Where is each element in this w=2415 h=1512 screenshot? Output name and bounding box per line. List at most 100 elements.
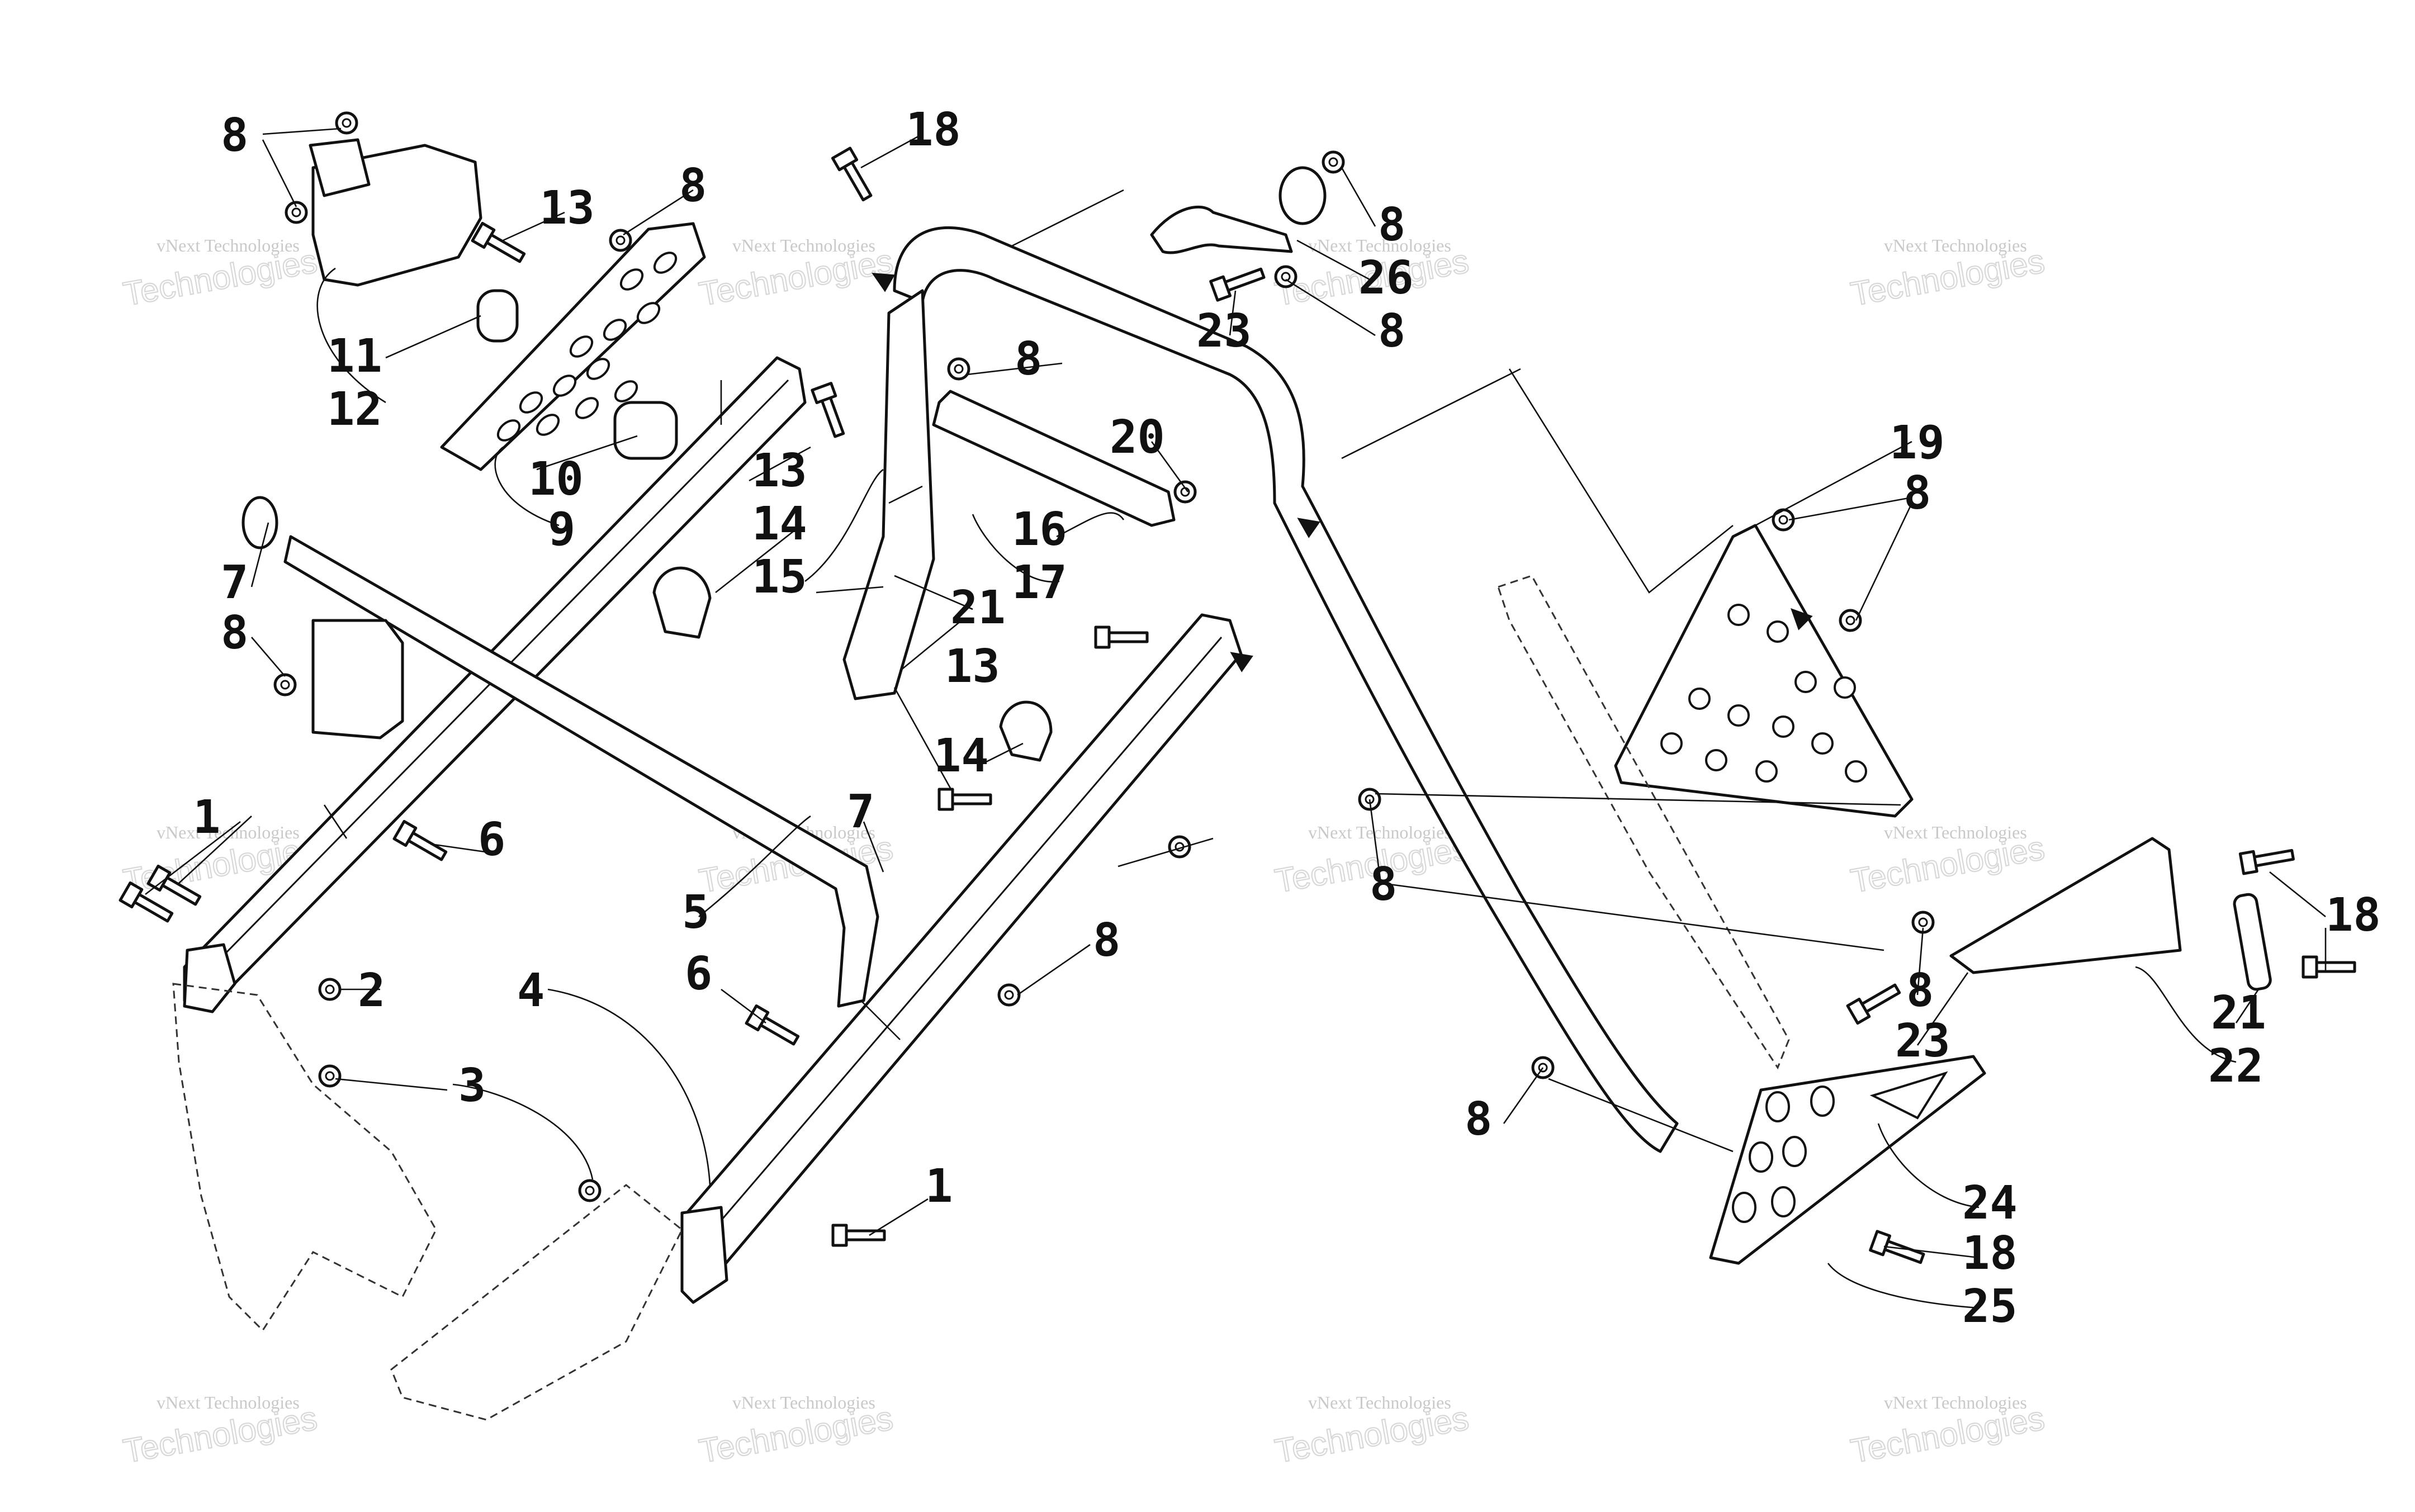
nut xyxy=(578,1179,602,1202)
plate-hole xyxy=(614,380,638,402)
nut xyxy=(1839,609,1862,632)
leader-line xyxy=(1285,278,1376,336)
leader-line xyxy=(2235,989,2260,1023)
watermark-text: vNext Technologies xyxy=(1308,822,1451,842)
bolt-shank xyxy=(820,395,845,438)
watermark-text: vNext Technologies xyxy=(157,235,300,255)
part-right-rail-bracket xyxy=(680,1206,728,1304)
arrow-head xyxy=(1791,608,1813,631)
bolt xyxy=(937,788,992,811)
bolt xyxy=(119,881,174,923)
part-steering-post xyxy=(893,226,1679,1153)
plate-hole xyxy=(1794,671,1817,693)
callout-11: 11 xyxy=(327,330,382,383)
callout-19: 19 xyxy=(1890,416,1945,470)
callout-23-top: 23 xyxy=(1196,305,1252,358)
plate-hole xyxy=(519,391,543,414)
bolt-head xyxy=(1209,275,1232,302)
callout-13-top: 13 xyxy=(539,182,595,235)
part-right-frame-rail xyxy=(680,613,1243,1276)
assembly-line xyxy=(1375,793,1901,806)
leader-line xyxy=(715,530,794,594)
callout-7-lower: 7 xyxy=(847,785,874,838)
leader-line xyxy=(2269,871,2326,918)
callout-8-top-left: 8 xyxy=(221,109,248,162)
bolt xyxy=(2302,955,2356,979)
bolt xyxy=(2238,849,2295,875)
leader-line xyxy=(1229,290,1237,336)
nut-bore xyxy=(280,680,290,690)
nut-bore xyxy=(1918,917,1928,927)
leader-line xyxy=(1150,441,1189,492)
nut xyxy=(1173,480,1197,504)
bolt xyxy=(1846,983,1901,1025)
part-rubber-grommet xyxy=(476,289,519,343)
leader-line xyxy=(978,742,1024,767)
callout-8-plate: 8 xyxy=(679,159,707,212)
leader-line xyxy=(1296,239,1370,281)
reference-frame-lower xyxy=(390,1184,683,1421)
leader-line xyxy=(262,139,297,207)
leader-line xyxy=(863,821,884,873)
nut xyxy=(318,978,342,1001)
leader-line xyxy=(452,1083,594,1180)
callout-7-upper: 7 xyxy=(221,556,248,609)
callout-23-lower: 23 xyxy=(1895,1015,1950,1068)
nut-bore xyxy=(954,364,964,374)
steering-frame-parts xyxy=(119,111,2356,1421)
part-bushing-7-top xyxy=(242,496,278,549)
nut xyxy=(1168,835,1191,859)
nut-bore xyxy=(1778,515,1788,525)
assembly-line xyxy=(323,804,348,839)
callout-10: 10 xyxy=(528,453,584,506)
callout-17: 17 xyxy=(1012,556,1067,609)
part-top-bracket xyxy=(1150,205,1293,254)
callout-8-bottom: 8 xyxy=(1465,1093,1492,1146)
callout-1-lower: 1 xyxy=(925,1160,953,1213)
bolt xyxy=(745,1004,800,1046)
plate-hole xyxy=(1765,1091,1790,1122)
bolt xyxy=(1869,1230,1925,1264)
part-right-frame-rail-edge xyxy=(698,637,1223,1247)
callout-8-bracket-22: 8 xyxy=(1906,964,1934,1017)
nut-bore xyxy=(1328,157,1338,167)
assembly-line xyxy=(1508,368,1734,594)
leader-lines xyxy=(145,127,2327,1309)
watermark-text: vNext Technologies xyxy=(1884,1392,2027,1413)
bolt xyxy=(831,146,873,202)
bolt-shank xyxy=(758,1015,800,1046)
nut-bore xyxy=(1538,1063,1548,1073)
plate-hole xyxy=(1772,715,1794,738)
part-steering-bracket xyxy=(842,289,935,700)
leader-line xyxy=(1827,1263,1980,1309)
callout-21-bracket: 21 xyxy=(950,581,1006,634)
reference-column-right xyxy=(1497,575,1790,1070)
watermark-text: vNext Technologies xyxy=(1308,235,1451,255)
callout-12: 12 xyxy=(327,383,382,436)
plate-hole xyxy=(1727,604,1750,626)
callout-8-center: 8 xyxy=(1370,858,1397,911)
plate-hole xyxy=(536,414,560,436)
watermark-text: vNext Technologies xyxy=(1884,822,2027,842)
plate-hole xyxy=(636,302,661,324)
callout-13-bracket: 13 xyxy=(752,444,807,497)
watermark-text: vNext Technologies xyxy=(157,1392,300,1413)
bolt xyxy=(1094,625,1149,649)
callout-21-strap: 21 xyxy=(2211,987,2266,1040)
leader-line xyxy=(698,815,811,918)
part-mounting-plate-holes xyxy=(496,252,678,442)
callout-6-upper: 6 xyxy=(478,813,505,866)
leader-line xyxy=(967,362,1063,376)
leader-line xyxy=(262,127,342,135)
leader-line xyxy=(894,575,973,610)
plate-hole xyxy=(569,335,594,358)
assembly-line xyxy=(1380,882,1884,951)
part-triangle-plate-upper-holes xyxy=(1660,604,1867,783)
bolt-shank xyxy=(1106,631,1149,643)
plate-slot xyxy=(1869,1071,1948,1120)
callout-9: 9 xyxy=(548,503,575,556)
leader-line xyxy=(1755,440,1912,527)
leader-line xyxy=(869,1198,929,1236)
leader-line xyxy=(1916,927,1924,996)
